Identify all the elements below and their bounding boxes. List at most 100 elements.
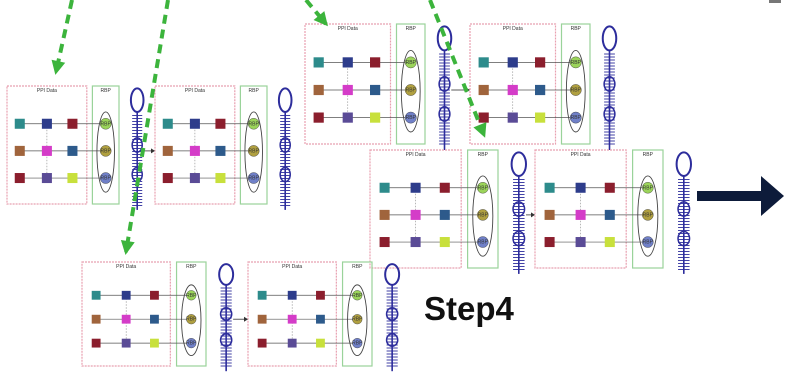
rna-bulge [512,201,526,217]
protein-node [507,84,518,96]
rna-bulge [603,76,616,92]
ppi-data-label: PPI Data [37,88,57,94]
rna-loop [510,151,527,177]
rbp-node-label: RBP [249,121,260,127]
dashed-arrowhead [473,122,487,138]
ppi-data-box [304,23,392,145]
protein-node [316,290,325,300]
rna-bulge [603,106,616,122]
protein-node [604,182,615,193]
protein-node [189,173,200,184]
protein-node [575,182,586,193]
protein-node [14,145,25,156]
rbp-label: RBP [186,264,197,270]
rna-bulge [279,137,291,153]
rbp-node-label: RBP [101,121,112,127]
rbp-node [404,84,417,96]
protein-node [215,145,226,156]
dashed-arrowhead [120,239,135,255]
protein-node [342,84,353,96]
protein-node [121,314,131,324]
rna-hairpin [675,151,692,274]
rbp-node-label: RBP [101,148,112,154]
rbp-node-label: RBP [643,240,654,246]
rbp-ellipse [96,111,115,193]
protein-node [478,84,489,96]
protein-node [379,182,390,193]
rna-bulge [131,137,143,153]
rbp-node [247,172,260,184]
protein-node [189,118,200,129]
protein-node [257,338,267,348]
protein-node [535,112,546,123]
rbp-box [631,149,664,269]
protein-node [14,173,25,184]
protein-node [316,338,325,348]
rbp-node-label: RBP [249,148,260,154]
rbp-node-label: RBP [571,115,582,121]
rbp-ellipse [181,284,202,357]
rbp-node [477,182,489,194]
rbp-box [341,261,373,367]
rbp-node-label: RBP [101,176,112,182]
rbp-node [477,236,489,248]
ppi-data-box [6,85,88,205]
protein-node [439,209,450,220]
protein-node [41,118,52,129]
rbp-node [186,338,197,349]
protein-node [150,338,159,348]
big-arrowhead [761,176,784,216]
ppi-data-box [154,85,236,205]
rbp-box [467,149,499,269]
rbp-ellipse [637,175,659,257]
rbp-node-label: RBP [186,341,197,347]
protein-node [67,173,78,184]
protein-node [544,209,555,220]
rbp-node [247,145,260,157]
rbp-node-label: RBP [352,293,363,299]
step-label: Step4 [424,290,514,327]
protein-node [544,237,555,248]
rbp-label: RBP [571,26,582,32]
rbp-node-label: RBP [352,317,363,323]
rna-hairpin [218,263,235,372]
protein-node [215,118,226,129]
rbp-box [395,23,426,145]
protein-node [342,57,353,68]
rbp-label: RBP [406,26,417,32]
protein-node [507,112,518,123]
rbp-label: RBP [352,264,363,270]
rbp-node-label: RBP [186,293,197,299]
rbp-node-label: RBP [249,176,260,182]
protein-node [439,237,450,248]
link-arrowhead [151,148,155,154]
rna-loop [601,25,618,52]
ppi-data-label: PPI Data [338,26,358,32]
rna-bulge [219,333,233,347]
dashed-arrow-line [54,0,74,73]
link-arrowhead [531,212,535,218]
protein-node [604,237,615,248]
protein-node [379,237,390,248]
protein-node [507,57,518,68]
corner-mark [769,0,781,3]
protein-node [313,84,324,96]
dashed-arrowhead [313,11,328,27]
protein-node [535,57,546,68]
ppi-data-label: PPI Data [503,26,523,32]
protein-node [410,209,421,220]
rbp-box [560,23,591,145]
rbp-node [352,290,363,301]
rbp-node-label: RBP [352,341,363,347]
protein-node [91,314,101,324]
rbp-node-label: RBP [571,88,582,94]
protein-node [342,112,353,123]
protein-node [478,57,489,68]
protein-node [14,118,25,129]
rna-bulge [279,166,291,183]
rbp-node [642,236,654,248]
